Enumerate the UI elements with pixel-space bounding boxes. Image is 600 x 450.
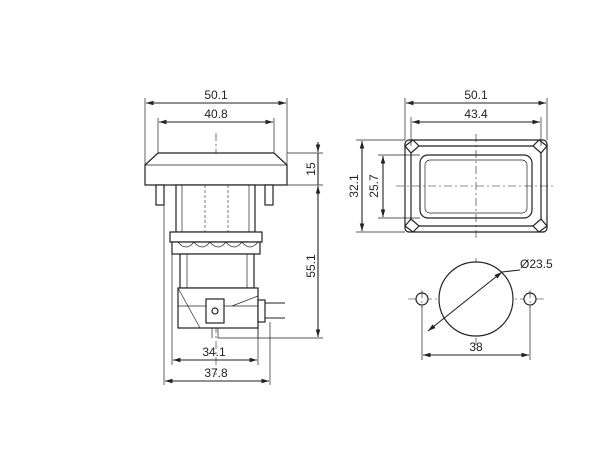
corner-clip-bl xyxy=(404,218,420,233)
dim-top-window-height: 25.7 xyxy=(367,174,381,198)
dim-top-overall-width: 50.1 xyxy=(464,88,488,102)
left-leg xyxy=(155,184,165,206)
dim-hole-diameter: Ø23.5 xyxy=(520,257,553,271)
dim-front-terminal-width: 37.8 xyxy=(204,366,228,380)
terminal-screw xyxy=(211,307,219,315)
dim-front-cap-width: 40.8 xyxy=(204,107,228,121)
nut-lower xyxy=(171,241,261,255)
switch-body xyxy=(179,253,255,289)
mounting-nut xyxy=(169,231,263,243)
pin-holder xyxy=(257,299,266,323)
corner-clip-tl xyxy=(404,139,420,154)
top-view: 50.1 43.4 32.1 25.7 xyxy=(347,88,556,238)
right-leg xyxy=(264,184,274,206)
dim-top-window-width: 43.4 xyxy=(464,107,488,121)
panel-cutout: Ø23.5 38 xyxy=(408,257,553,360)
dim-top-overall-height: 32.1 xyxy=(347,174,361,198)
corner-clip-br xyxy=(532,218,548,233)
main-mounting-hole xyxy=(438,261,514,337)
dim-front-overall-width: 50.1 xyxy=(204,88,228,102)
button-cap xyxy=(144,152,288,186)
dim-front-total-height: 55.1 xyxy=(304,254,318,278)
dim-hole-spacing: 38 xyxy=(469,340,483,354)
dim-front-body-width: 34.1 xyxy=(202,345,226,359)
switch-housing xyxy=(175,184,256,233)
corner-clip-tr xyxy=(532,139,548,154)
front-view: 50.1 40.8 15 55.1 34.1 37.8 xyxy=(144,88,323,385)
dim-front-cap-height: 15 xyxy=(304,162,318,176)
